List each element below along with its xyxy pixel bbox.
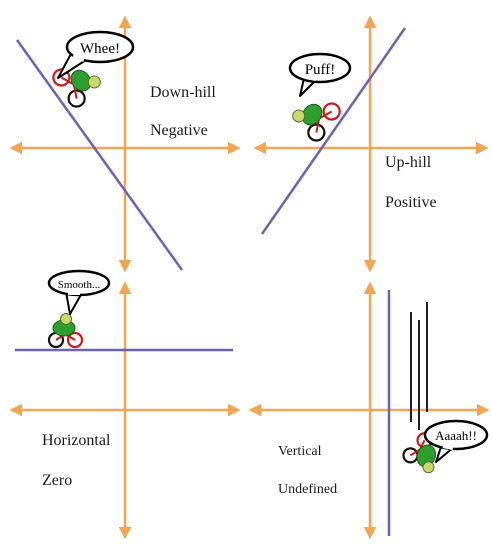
slope-direction-label: Down-hill: [150, 84, 216, 101]
slope-line: [15, 39, 184, 271]
speed-lines: [410, 302, 428, 430]
bubble-text: Puff!: [305, 62, 336, 78]
bubble-text: Aaaah!!: [435, 428, 477, 443]
slope-direction-label: Up-hill: [385, 154, 432, 171]
speech-bubble: Puff!: [288, 52, 352, 97]
cyclist-icon: [402, 432, 437, 474]
cyclist-icon: [292, 102, 341, 142]
slope-direction-label: Horizontal: [42, 432, 111, 449]
panel-negative: Whee! Down-hill Negative: [9, 15, 241, 273]
speech-bubble: Whee!: [57, 30, 135, 79]
cyclist-icon: [47, 313, 84, 349]
slope-sign-label: Positive: [385, 194, 437, 211]
panel-positive: Puff! Up-hill Positive: [253, 15, 489, 273]
panel-zero: Smooth... Horizontal Zero: [9, 269, 241, 540]
speech-bubble: Aaaah!!: [423, 419, 489, 463]
slope-direction-label: Vertical: [278, 444, 322, 459]
slope-line: [260, 27, 407, 235]
speech-bubble: Smooth...: [47, 269, 111, 315]
slope-sign-label: Undefined: [278, 482, 337, 497]
cyclist-icon: [52, 68, 101, 108]
bubble-text: Smooth...: [58, 279, 101, 291]
panel-undefined: Aaaah!! Vertical Undefined: [248, 281, 490, 540]
slope-sign-label: Negative: [150, 122, 208, 139]
bubble-text: Whee!: [80, 41, 120, 57]
slope-sign-label: Zero: [42, 472, 72, 489]
